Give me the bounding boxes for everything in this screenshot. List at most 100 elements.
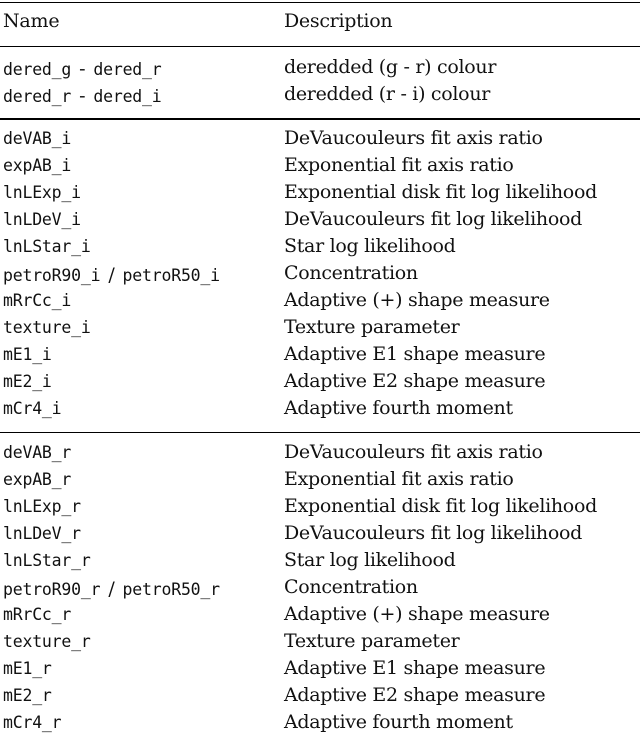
feature-name: mE1_i <box>3 345 52 364</box>
feature-name-primary: texture_r <box>3 632 91 651</box>
table-header: Name Description <box>0 10 640 39</box>
table-row: petroR90_r / petroR50_r Concentration <box>0 576 640 605</box>
feature-name-primary: deVAB_i <box>3 129 72 148</box>
feature-description: Adaptive E2 shape measure <box>284 370 546 392</box>
table-row: lnLExp_i Exponential disk fit log likelih… <box>0 181 640 210</box>
feature-name-operator: - <box>79 85 86 107</box>
group-separator-rule <box>0 432 640 433</box>
feature-description: Texture parameter <box>284 630 460 652</box>
feature-name: petroR90_r / petroR50_r <box>3 578 220 600</box>
feature-name-primary: lnLExp_i <box>3 183 81 202</box>
feature-name: mE2_i <box>3 372 52 391</box>
header-description: Description <box>284 10 393 32</box>
feature-name-secondary: petroR50_i <box>122 266 221 285</box>
feature-description: DeVaucouleurs fit axis ratio <box>284 441 543 463</box>
feature-name: lnLExp_i <box>3 183 81 202</box>
table-row: texture_r Texture parameter <box>0 630 640 659</box>
table-row: texture_i Texture parameter <box>0 316 640 345</box>
feature-name-primary: texture_i <box>3 318 91 337</box>
feature-name: mCr4_i <box>3 399 62 418</box>
feature-name-primary: deVAB_r <box>3 443 72 462</box>
feature-name: mE2_r <box>3 686 52 705</box>
table-row: lnLDeV_i DeVaucouleurs fit log likelihood <box>0 208 640 237</box>
feature-name-primary: lnLExp_r <box>3 497 81 516</box>
feature-name-primary: mCr4_i <box>3 399 62 418</box>
feature-description: Exponential disk fit log likelihood <box>284 181 597 203</box>
feature-description: Exponential fit axis ratio <box>284 154 514 176</box>
feature-description: Adaptive E1 shape measure <box>284 657 546 679</box>
feature-description: Adaptive fourth moment <box>284 711 513 733</box>
feature-name: mRrCc_i <box>3 291 71 310</box>
feature-name-primary: petroR90_i <box>3 266 101 285</box>
table-row: mE2_r Adaptive E2 shape measure <box>0 684 640 713</box>
table-row: expAB_r Exponential fit axis ratio <box>0 468 640 497</box>
header-name: Name <box>3 10 60 32</box>
table-row: mE2_i Adaptive E2 shape measure <box>0 370 640 399</box>
feature-description: Concentration <box>284 576 418 598</box>
feature-name: deVAB_i <box>3 129 71 148</box>
feature-name: lnLDeV_r <box>3 524 81 543</box>
feature-name: texture_i <box>3 318 91 337</box>
table-row: dered_r-dered_i deredded (r - i) colour <box>0 83 640 112</box>
table-row: lnLDeV_r DeVaucouleurs fit log likelihood <box>0 522 640 551</box>
feature-name-primary: lnLDeV_i <box>3 210 81 229</box>
feature-description: Exponential disk fit log likelihood <box>284 495 597 517</box>
table-row: dered_g-dered_r deredded (g - r) colour <box>0 56 640 85</box>
feature-name-secondary: dered_r <box>93 60 162 79</box>
feature-name-secondary: petroR50_r <box>122 580 221 599</box>
feature-name: texture_r <box>3 632 91 651</box>
feature-name: petroR90_i / petroR50_i <box>3 264 220 286</box>
feature-name-primary: mRrCc_r <box>3 605 72 624</box>
group-separator-rule <box>0 118 640 120</box>
feature-name-primary: mE1_r <box>3 659 52 678</box>
feature-name-operator: / <box>108 578 115 600</box>
feature-name-primary: lnLStar_r <box>3 551 91 570</box>
table-row: lnLExp_r Exponential disk fit log likelih… <box>0 495 640 524</box>
feature-name-operator: / <box>108 264 115 286</box>
feature-description: Exponential fit axis ratio <box>284 468 514 490</box>
feature-name-primary: mCr4_r <box>3 713 62 732</box>
feature-name-primary: mE2_r <box>3 686 52 705</box>
feature-name: mE1_r <box>3 659 52 678</box>
feature-name: deVAB_r <box>3 443 71 462</box>
feature-description: deredded (r - i) colour <box>284 83 491 105</box>
table-row: mE1_i Adaptive E1 shape measure <box>0 343 640 372</box>
feature-description: Star log likelihood <box>284 235 456 257</box>
table-row: deVAB_r DeVaucouleurs fit axis ratio <box>0 441 640 470</box>
table-row: lnLStar_i Star log likelihood <box>0 235 640 264</box>
table-row: mCr4_r Adaptive fourth moment <box>0 711 640 740</box>
feature-name-primary: expAB_i <box>3 156 72 175</box>
feature-description: deredded (g - r) colour <box>284 56 497 78</box>
table-row: mE1_r Adaptive E1 shape measure <box>0 657 640 686</box>
feature-description: Concentration <box>284 262 418 284</box>
feature-description: Adaptive E1 shape measure <box>284 343 546 365</box>
feature-description: DeVaucouleurs fit log likelihood <box>284 208 583 230</box>
feature-name: lnLDeV_i <box>3 210 81 229</box>
feature-description: Texture parameter <box>284 316 460 338</box>
feature-name: lnLStar_i <box>3 237 91 256</box>
feature-name-primary: petroR90_r <box>3 580 101 599</box>
feature-name-primary: dered_r <box>3 87 72 106</box>
feature-name: expAB_r <box>3 470 71 489</box>
top-rule <box>0 2 640 3</box>
feature-name-secondary: dered_i <box>93 87 162 106</box>
feature-description: Adaptive fourth moment <box>284 397 513 419</box>
feature-description: DeVaucouleurs fit axis ratio <box>284 127 543 149</box>
feature-name-primary: dered_g <box>3 60 72 79</box>
feature-description: Adaptive E2 shape measure <box>284 684 546 706</box>
table-row: expAB_i Exponential fit axis ratio <box>0 154 640 183</box>
table-row: mCr4_i Adaptive fourth moment <box>0 397 640 426</box>
feature-description: DeVaucouleurs fit log likelihood <box>284 522 583 544</box>
feature-name: mCr4_r <box>3 713 62 732</box>
feature-name: expAB_i <box>3 156 71 175</box>
feature-name: lnLExp_r <box>3 497 81 516</box>
feature-name-primary: lnLStar_i <box>3 237 91 256</box>
feature-description: Adaptive (+) shape measure <box>284 603 550 625</box>
feature-name-primary: mE1_i <box>3 345 52 364</box>
feature-name: dered_g-dered_r <box>3 58 162 80</box>
header-rule <box>0 46 640 47</box>
feature-name-primary: mRrCc_i <box>3 291 72 310</box>
feature-name-primary: lnLDeV_r <box>3 524 81 543</box>
feature-name: mRrCc_r <box>3 605 71 624</box>
